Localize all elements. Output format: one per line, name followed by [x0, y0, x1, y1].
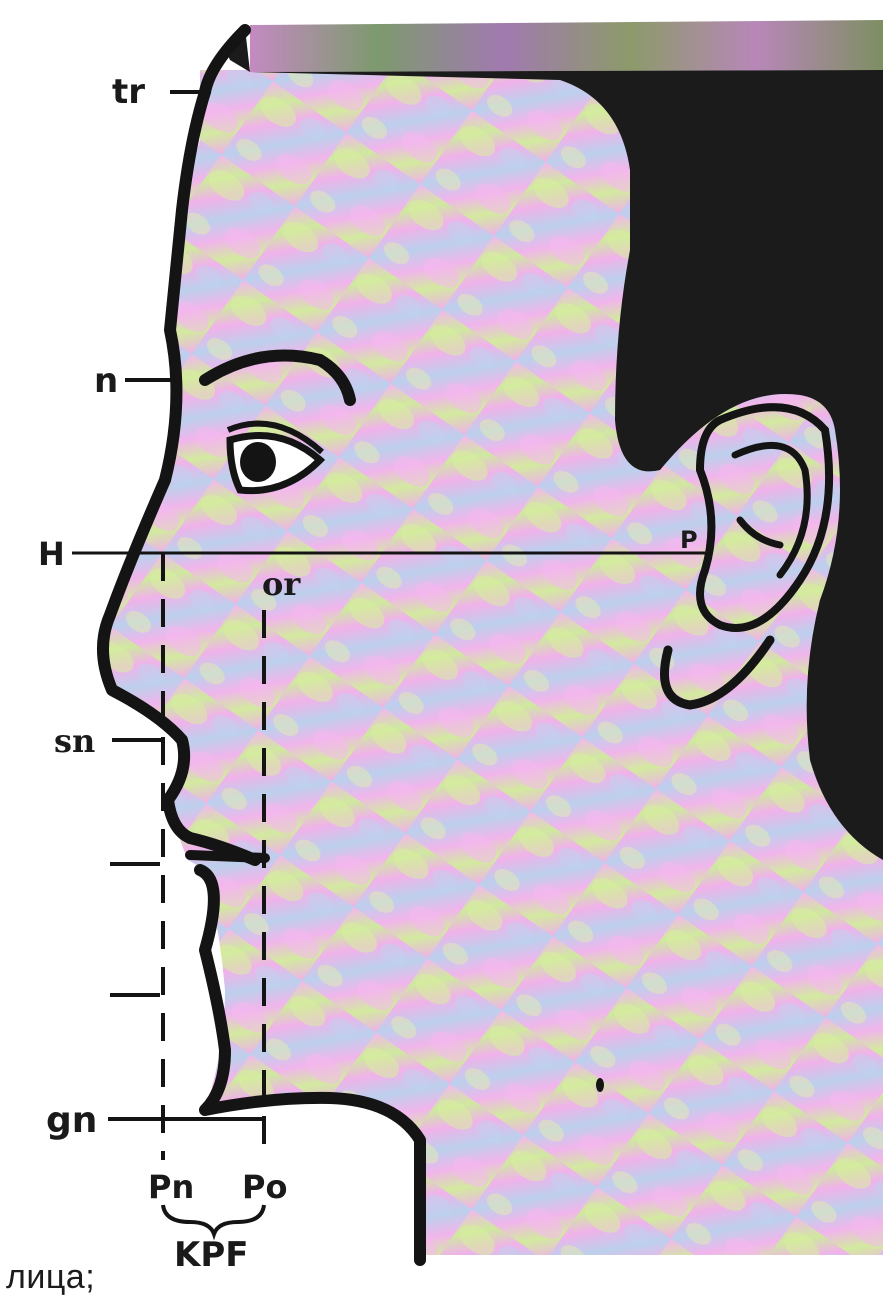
label-sn: sn [54, 722, 95, 760]
brace-KPF [163, 1205, 264, 1234]
label-or: or [262, 565, 301, 603]
label-Pn: Pn [148, 1168, 194, 1206]
label-gn: gn [46, 1100, 97, 1141]
label-KPF: KPF [174, 1235, 249, 1275]
eye-pupil [240, 442, 276, 482]
chin-spot [596, 1078, 604, 1092]
label-n: n [94, 361, 118, 401]
label-Po: Po [242, 1168, 287, 1206]
caption-text: лица; [6, 1258, 95, 1297]
hair-band [250, 20, 883, 72]
lips-gap [190, 855, 265, 858]
label-H: H [38, 535, 65, 573]
label-tr: tr [112, 72, 145, 112]
label-P: P [680, 526, 698, 554]
